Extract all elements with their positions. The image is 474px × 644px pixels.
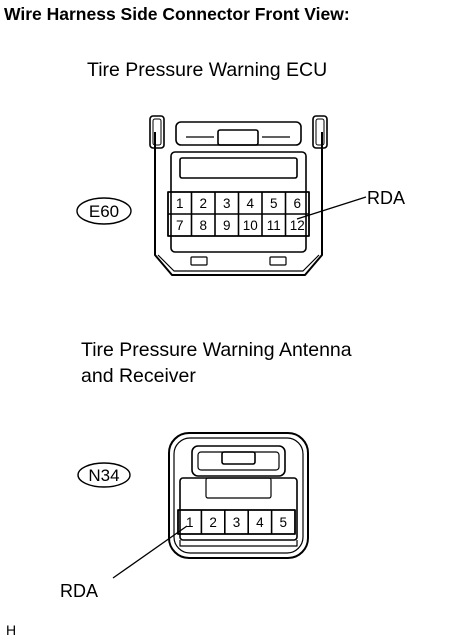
n34-pin: 1 <box>186 515 194 530</box>
e60-pin: 9 <box>223 218 231 233</box>
e60-pin: 10 <box>243 218 258 233</box>
e60-latch-left <box>149 115 165 149</box>
n34-code: N34 <box>88 466 119 485</box>
ecu-caption: Tire Pressure Warning ECU <box>87 59 328 81</box>
n34-pin: 4 <box>256 515 264 530</box>
n34-rda-label: RDA <box>60 581 98 601</box>
antenna-caption-line1: Tire Pressure Warning Antenna <box>81 339 352 361</box>
e60-pin: 7 <box>176 218 184 233</box>
e60-pin: 6 <box>293 196 301 211</box>
n34-pin: 2 <box>209 515 217 530</box>
e60-latch-right <box>312 115 328 149</box>
n34-pin: 3 <box>233 515 241 530</box>
e60-pin: 4 <box>246 196 254 211</box>
e60-pin: 11 <box>267 218 281 233</box>
n34-housing <box>168 432 309 559</box>
connector-n34: 1 2 3 4 5 N34 RDA <box>60 432 309 601</box>
n34-code-oval <box>77 462 131 488</box>
e60-rda-label: RDA <box>367 188 405 208</box>
e60-code: E60 <box>89 202 119 221</box>
antenna-caption-line2: and Receiver <box>81 365 196 387</box>
e60-top-lock <box>217 129 259 146</box>
e60-rda-leader <box>296 196 367 220</box>
e60-pin: 12 <box>290 218 305 233</box>
connector-e60: 1 2 3 4 5 6 7 8 9 10 11 12 E60 RDA <box>76 115 405 276</box>
e60-pin: 5 <box>270 196 278 211</box>
page-title: Wire Harness Side Connector Front View: <box>4 4 350 24</box>
e60-pin: 2 <box>199 196 207 211</box>
n34-pin: 5 <box>280 515 288 530</box>
e60-code-oval <box>76 197 132 225</box>
e60-housing <box>154 132 323 276</box>
e60-pin: 8 <box>199 218 207 233</box>
e60-pin: 3 <box>223 196 231 211</box>
n34-rda-leader <box>112 525 188 579</box>
e60-pin: 1 <box>176 196 184 211</box>
n34-top-lock <box>221 451 256 465</box>
footer-mark: H <box>6 622 17 638</box>
